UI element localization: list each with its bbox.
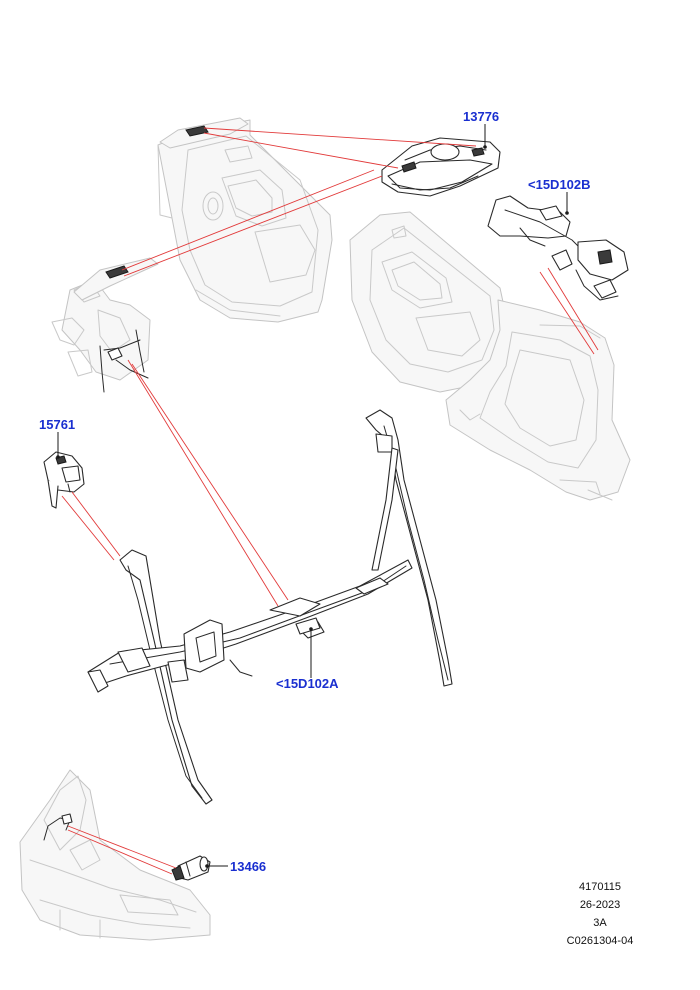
- part-15761-bracket[interactable]: [43, 451, 85, 509]
- callout-15761[interactable]: 15761: [39, 417, 75, 432]
- callout-13776[interactable]: 13776: [463, 109, 499, 124]
- callout-leaders: [56, 124, 569, 868]
- association-lines: [61, 127, 599, 875]
- diagram-reference-block: 4170115 26-2023 3A C0261304-04: [567, 881, 634, 947]
- reference-date: 26-2023: [580, 899, 620, 911]
- rear-quarter-panel-context: [445, 299, 631, 501]
- footwell-harness: [43, 813, 73, 841]
- reference-revision: 3A: [593, 917, 607, 929]
- reference-number: 4170115: [579, 881, 621, 893]
- callout-13466[interactable]: 13466: [230, 859, 266, 874]
- reference-code: C0261304-04: [567, 935, 634, 947]
- part-13776-overhead-module[interactable]: [381, 137, 501, 197]
- floor-footwell-context: [19, 769, 211, 941]
- front-console-harness: [99, 329, 149, 393]
- part-15D102B-harness[interactable]: [487, 195, 629, 301]
- callout-labels: 13776 <15D102B 15761 <15D102A 13466: [39, 109, 591, 874]
- callout-15D102B[interactable]: <15D102B: [528, 177, 591, 192]
- part-13466-sensor[interactable]: [171, 855, 211, 881]
- part-15D102A-main-harness[interactable]: [87, 409, 453, 805]
- rear-light-context: [73, 257, 159, 301]
- callout-15D102A[interactable]: <15D102A: [276, 676, 339, 691]
